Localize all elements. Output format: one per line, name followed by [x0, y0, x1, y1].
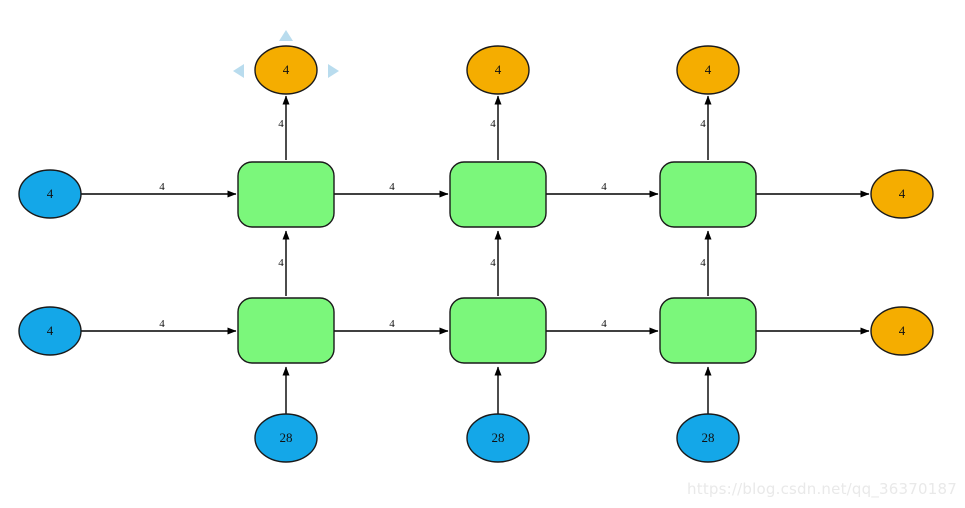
edge-label: 4 [700, 118, 706, 130]
edge[interactable]: 4 [334, 318, 449, 335]
node-shape-box[interactable] [237, 161, 335, 228]
node-operator[interactable] [449, 161, 547, 228]
edge[interactable]: 4 [700, 95, 712, 160]
edge[interactable]: 4 [546, 318, 659, 335]
edges-layer: 4 4 4 4 4 4 4 4 4 4 4 4 [81, 95, 870, 414]
node-shape-box[interactable] [449, 161, 547, 228]
node-shape-ellipse[interactable] [254, 45, 318, 95]
node-shape-box[interactable] [659, 297, 757, 364]
nodes-layer: 4 4 4 4 4 4 4 28 28 28 [18, 45, 934, 463]
edge-label: 4 [389, 181, 395, 193]
node-sink[interactable]: 4 [676, 45, 740, 95]
node-operator[interactable] [659, 297, 757, 364]
edge[interactable]: 4 [278, 230, 290, 296]
edge-label: 4 [700, 257, 706, 269]
edge[interactable]: 4 [81, 181, 237, 198]
node-sink[interactable]: 4 [870, 306, 934, 356]
up-handle[interactable] [279, 30, 293, 41]
left-handle[interactable] [233, 64, 244, 78]
node-shape-ellipse[interactable] [18, 169, 82, 219]
node-operator[interactable] [449, 297, 547, 364]
node-operator[interactable] [237, 297, 335, 364]
edge-label: 4 [601, 318, 607, 330]
node-shape-ellipse[interactable] [18, 306, 82, 356]
edge-label: 4 [159, 181, 165, 193]
node-shape-ellipse[interactable] [254, 413, 318, 463]
edge-label: 4 [490, 118, 496, 130]
watermark-text: https://blog.csdn.net/qq_36370187 [687, 480, 957, 498]
node-source[interactable]: 4 [18, 306, 82, 356]
edge[interactable]: 4 [700, 230, 712, 296]
edge-label: 4 [159, 318, 165, 330]
edge-label: 4 [278, 118, 284, 130]
node-shape-ellipse[interactable] [466, 413, 530, 463]
node-source[interactable]: 28 [254, 413, 318, 463]
node-shape-ellipse[interactable] [676, 413, 740, 463]
edge-label: 4 [601, 181, 607, 193]
edge-label: 4 [278, 257, 284, 269]
edge-label: 4 [490, 257, 496, 269]
edge[interactable]: 4 [278, 95, 290, 160]
edge[interactable]: 4 [490, 230, 502, 296]
edge[interactable]: 4 [81, 318, 237, 335]
edge-label: 4 [389, 318, 395, 330]
node-shape-ellipse[interactable] [676, 45, 740, 95]
node-shape-ellipse[interactable] [466, 45, 530, 95]
node-shape-box[interactable] [659, 161, 757, 228]
node-operator[interactable] [659, 161, 757, 228]
node-shape-box[interactable] [449, 297, 547, 364]
node-sink[interactable]: 4 [466, 45, 530, 95]
node-source[interactable]: 4 [18, 169, 82, 219]
edge[interactable]: 4 [334, 181, 449, 198]
right-handle[interactable] [328, 64, 339, 78]
node-source[interactable]: 28 [466, 413, 530, 463]
node-operator[interactable] [237, 161, 335, 228]
node-shape-ellipse[interactable] [870, 306, 934, 356]
node-shape-box[interactable] [237, 297, 335, 364]
edge[interactable]: 4 [490, 95, 502, 160]
edge[interactable]: 4 [546, 181, 659, 198]
node-source[interactable]: 28 [676, 413, 740, 463]
node-sink[interactable]: 4 [254, 45, 318, 95]
selection-handles[interactable] [233, 30, 339, 78]
node-shape-ellipse[interactable] [870, 169, 934, 219]
node-sink[interactable]: 4 [870, 169, 934, 219]
